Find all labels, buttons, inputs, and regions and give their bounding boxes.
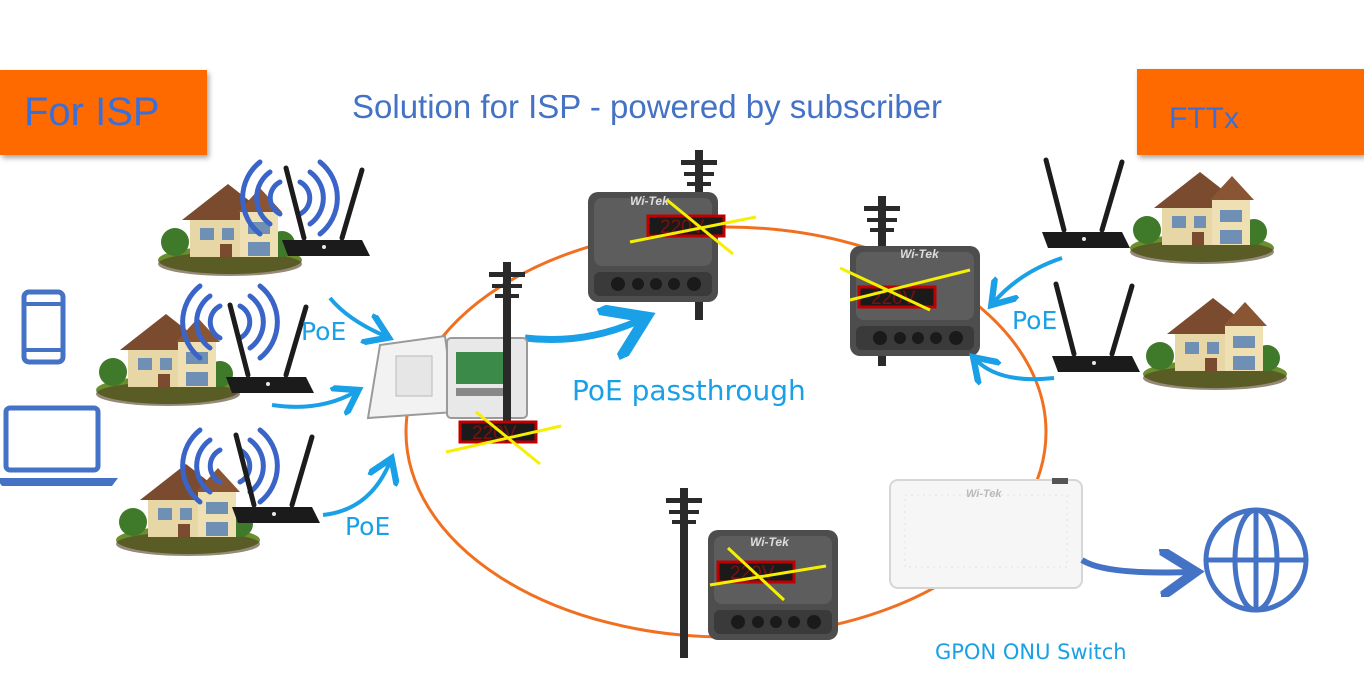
fttx-tag: FTTx — [1137, 69, 1364, 155]
router-icon — [1052, 284, 1140, 372]
fttx-label: FTTx — [1169, 102, 1239, 135]
globe-icon — [1203, 507, 1309, 613]
poe-arrow — [271, 392, 355, 407]
brand-logo: Wi-Tek — [966, 488, 1002, 500]
house-icon — [1130, 172, 1274, 264]
house-icon — [1143, 298, 1287, 390]
smartphone-icon — [21, 289, 66, 365]
router-icon — [282, 168, 370, 256]
gpon-onu-switch-label: GPON ONU Switch — [935, 640, 1127, 664]
poe-label: PoE — [301, 317, 347, 346]
outdoor-enclosure-icon — [588, 192, 718, 302]
utility-pole-icon — [666, 488, 702, 658]
crossed-220v-label: 220V — [709, 546, 827, 602]
crossed-220v-label: 220V — [839, 266, 971, 312]
brand-logo: Wi-Tek — [630, 194, 670, 208]
crossed-220v-label: 220V — [629, 198, 757, 256]
for-isp-tag: For ISP — [0, 70, 207, 155]
laptop-icon — [0, 405, 118, 486]
diagram-title: Solution for ISP - powered by subscriber — [352, 88, 943, 125]
internet-arrow — [1080, 560, 1190, 573]
poe-label: PoE — [1012, 306, 1058, 335]
gpon-switch-icon: Wi-Tek — [889, 478, 1083, 589]
passthrough-arrow — [524, 320, 640, 340]
for-isp-label: For ISP — [24, 90, 160, 134]
poe-label: PoE — [345, 512, 391, 541]
brand-logo: Wi-Tek — [750, 535, 790, 549]
poe-arrow — [976, 360, 1055, 379]
house-icon — [158, 184, 302, 276]
poe-arrow — [328, 296, 385, 336]
svg-text:220V: 220V — [871, 288, 916, 309]
poe-passthrough-label: PoE passthrough — [572, 374, 806, 407]
crossed-220v-label: 220V — [445, 410, 562, 466]
house-icon — [96, 314, 240, 406]
brand-logo: Wi-Tek — [900, 247, 940, 261]
poe-arrow — [322, 462, 390, 517]
poe-arrow — [994, 256, 1063, 302]
router-icon — [1042, 160, 1130, 248]
